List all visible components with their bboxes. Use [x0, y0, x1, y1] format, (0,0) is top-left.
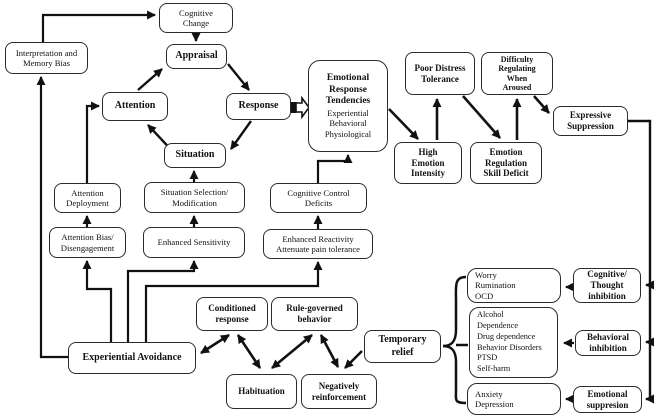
node-dependence-group: Alcohol Dependence Drug dependence Behav…	[469, 307, 558, 378]
node-expressive-suppression: Expressive Suppression	[553, 106, 628, 136]
arrow-avoidance-to-attention-bias	[82, 260, 113, 343]
node-rule-governed-behavior: Rule-governed behavior	[271, 297, 358, 331]
arrow-avoidance-to-enhanced-sensitivity	[126, 260, 199, 343]
node-interpretation-memory-bias: Interpretation and Memory Bias	[5, 42, 88, 74]
node-situation: Situation	[164, 143, 226, 168]
node-high-emotion-intensity: High Emotion Intensity	[394, 142, 462, 184]
node-conditioned-response: Conditioned response	[196, 297, 268, 331]
arrow-conditioned-habituation	[236, 334, 262, 369]
arrow-deployment-to-attention	[85, 101, 100, 183]
node-habituation: Habituation	[226, 374, 297, 409]
node-behavioral-inhibition: Behavioral inhibition	[575, 330, 641, 356]
node-anxiety-group: Anxiety Depression	[467, 383, 561, 415]
arrow-appraisal-to-response	[227, 63, 250, 91]
arrow-rule-governed-reinforcement	[319, 334, 340, 368]
node-appraisal: Appraisal	[166, 44, 227, 69]
node-negatively-reinforcement: Negatively reinforcement	[301, 374, 377, 409]
node-situation-selection: Situation Selection/ Modification	[144, 182, 245, 213]
node-emotional-suppression: Emotional suppresion	[573, 386, 642, 413]
node-cognitive-thought-inhibition: Cognitive/ Thought inhibition	[573, 268, 641, 303]
node-attention-bias: Attention Bias/ Disengagement	[49, 227, 126, 258]
brace-temporary-relief	[442, 275, 468, 405]
node-enhanced-reactivity: Enhanced Reactivity Attenuate pain toler…	[263, 229, 373, 259]
node-worry-group: Worry Rumination OCD	[467, 268, 561, 303]
node-difficulty-regulating: Difficulty Regulating When Aroused	[481, 52, 553, 95]
node-emotional-response-tendencies-subtitle: Experiential Behavioral Physiological	[324, 107, 372, 139]
arrow-habituation-rule-governed	[271, 333, 313, 370]
arrow-avoidance-to-memory-bias	[36, 76, 68, 359]
node-response: Response	[226, 93, 291, 120]
arrow-deficits-to-tendencies	[316, 154, 353, 183]
node-attention: Attention	[102, 92, 168, 121]
arrow-relief-to-reinforcement	[344, 350, 363, 369]
node-cognitive-change: Cognitive Change	[159, 3, 233, 33]
arrow-tendencies-to-high-intensity	[388, 108, 419, 140]
node-temporary-relief: Temporary relief	[364, 330, 441, 363]
arrow-avoidance-conditioned	[200, 333, 230, 355]
arrow-avoidance-to-enhanced-reactivity	[144, 261, 323, 343]
arrow-response-to-situation	[230, 120, 252, 150]
arrow-difficulty-to-expressive	[533, 95, 550, 114]
node-emotional-response-tendencies-title: Emotional Response Tendencies	[325, 73, 371, 107]
node-enhanced-sensitivity: Enhanced Sensitivity	[143, 227, 245, 258]
block-arrow-response-to-tendencies	[291, 95, 310, 120]
arrow-attention-to-appraisal	[137, 68, 163, 91]
node-poor-distress-tolerance: Poor Distress Tolerance	[405, 52, 475, 95]
node-experiential-avoidance: Experiential Avoidance	[68, 342, 196, 374]
node-emotional-response-tendencies: Emotional Response Tendencies Experienti…	[308, 60, 388, 152]
node-emotion-regulation-skill-deficit: Emotion Regulation Skill Deficit	[470, 142, 542, 184]
node-attention-deployment: Attention Deployment	[54, 183, 121, 213]
rail-expressive-suppression	[628, 119, 652, 399]
node-cognitive-control-deficits: Cognitive Control Deficits	[270, 183, 367, 213]
arrow-bias-to-cognitive-change	[41, 10, 156, 42]
arrow-tolerance-to-skill-deficit	[462, 95, 501, 139]
